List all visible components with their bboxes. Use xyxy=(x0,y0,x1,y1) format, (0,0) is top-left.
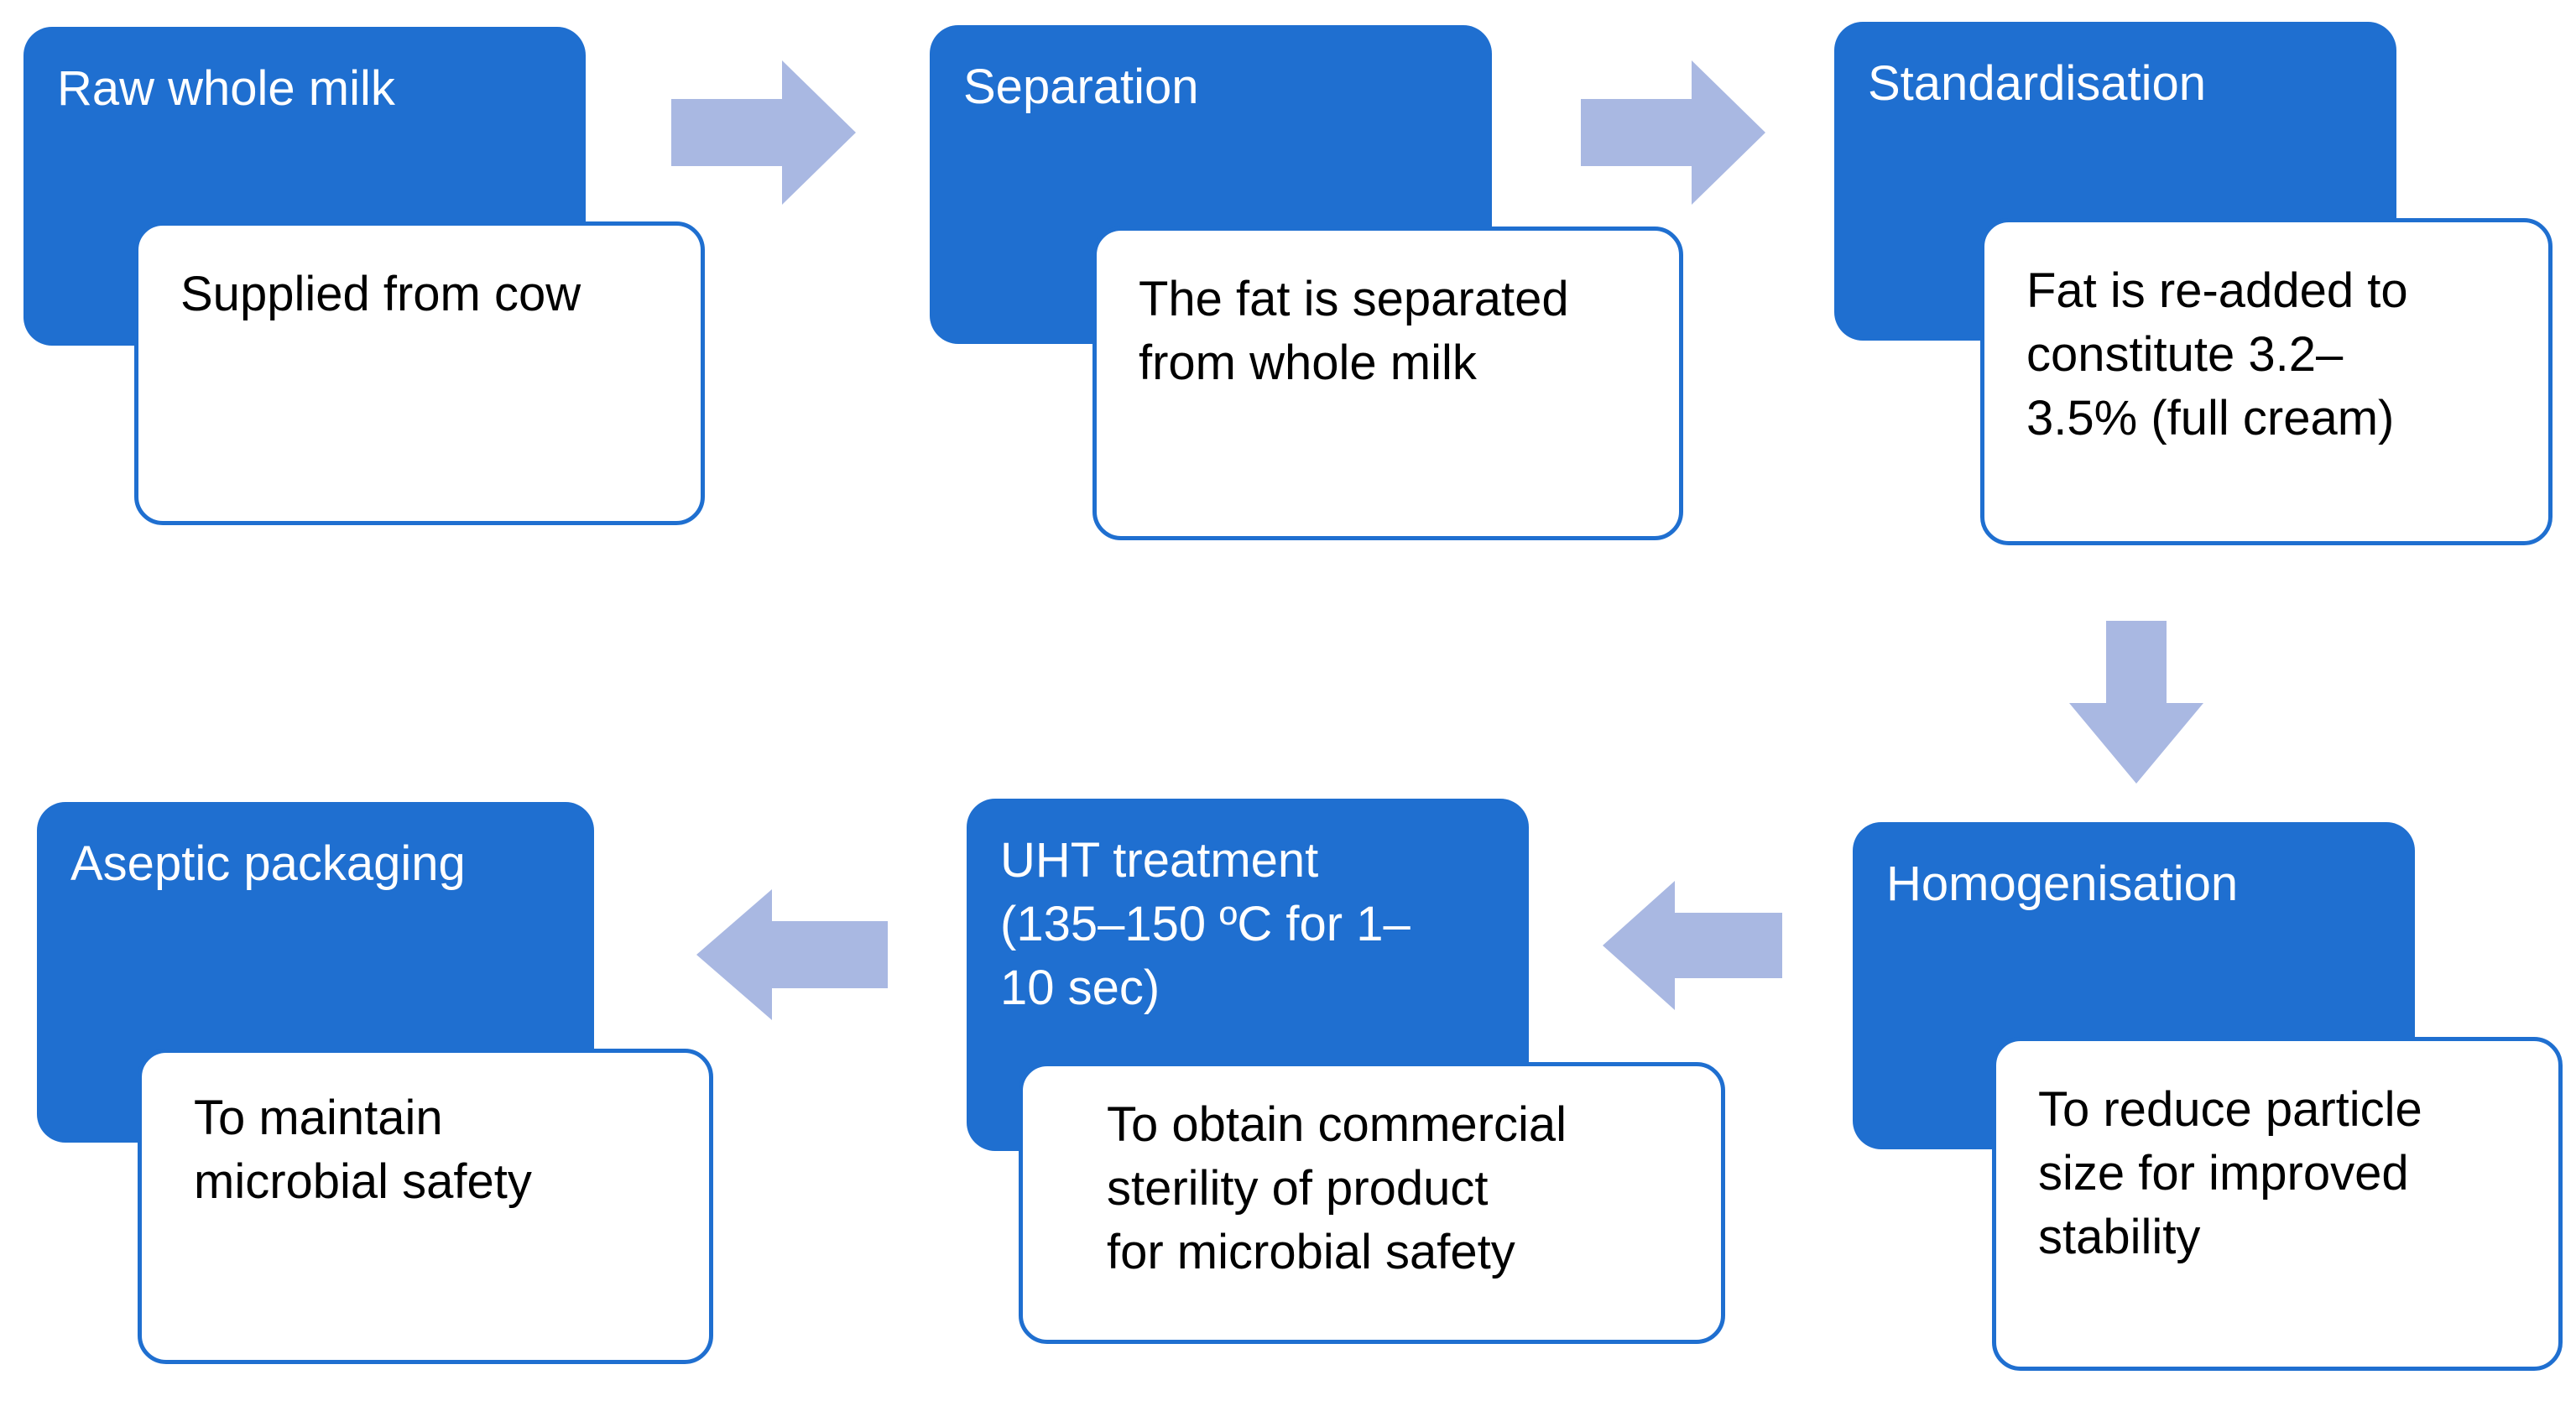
step-description-box: To maintain microbial safety xyxy=(138,1049,713,1364)
step-description: Supplied from cow xyxy=(180,267,581,321)
step-description: Fat is re-added to constitute 3.2– 3.5% … xyxy=(2026,263,2408,445)
down-arrow-icon xyxy=(2069,621,2203,784)
arrow-shape xyxy=(1581,60,1765,205)
step-description-box: The fat is separated from whole milk xyxy=(1092,227,1683,540)
step-description-box: To reduce particle size for improved sta… xyxy=(1992,1037,2563,1371)
step-title: UHT treatment (135–150 ºC for 1– 10 sec) xyxy=(1000,833,1411,1015)
step-title: Aseptic packaging xyxy=(70,836,466,891)
right-arrow-icon xyxy=(1581,60,1765,205)
left-arrow-icon xyxy=(696,889,888,1020)
step-description-box: Fat is re-added to constitute 3.2– 3.5% … xyxy=(1980,218,2553,545)
step-description: The fat is separated from whole milk xyxy=(1139,272,1569,390)
step-title: Raw whole milk xyxy=(57,61,395,116)
step-title: Homogenisation xyxy=(1886,857,2239,911)
arrow-shape xyxy=(2069,621,2203,784)
step-description-box: To obtain commercial sterility of produc… xyxy=(1019,1062,1725,1344)
left-arrow-icon xyxy=(1603,881,1782,1010)
arrow-shape xyxy=(1603,881,1782,1010)
step-description-box: Supplied from cow xyxy=(134,221,705,525)
step-description: To reduce particle size for improved sta… xyxy=(2038,1082,2422,1264)
step-title: Standardisation xyxy=(1868,56,2207,111)
arrow-shape xyxy=(696,889,888,1020)
step-title: Separation xyxy=(963,60,1199,114)
step-description: To maintain microbial safety xyxy=(194,1091,532,1209)
step-description: To obtain commercial sterility of produc… xyxy=(1107,1097,1567,1279)
right-arrow-icon xyxy=(671,60,856,205)
arrow-shape xyxy=(671,60,856,205)
